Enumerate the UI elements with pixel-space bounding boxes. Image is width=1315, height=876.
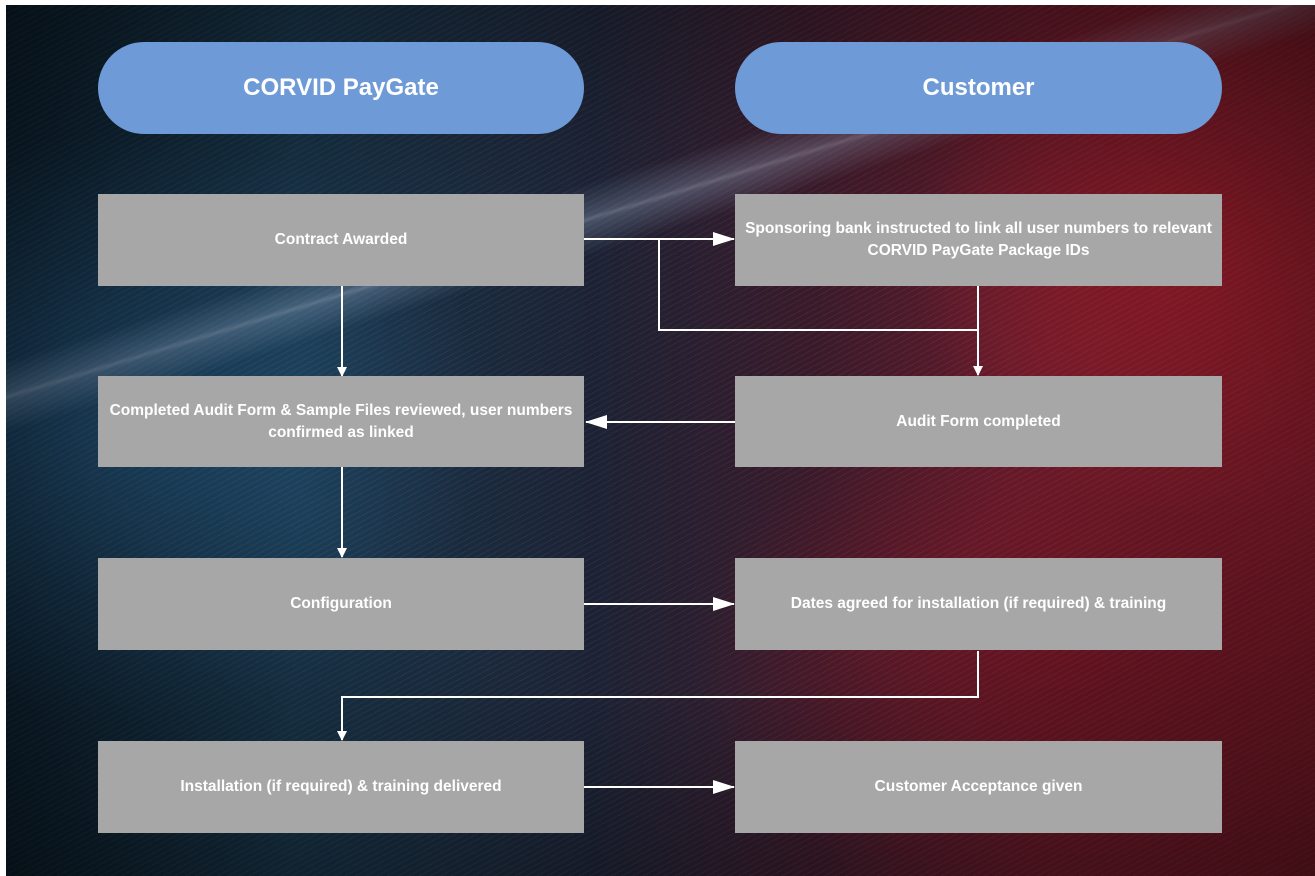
step-audit-form-reviewed: Completed Audit Form & Sample Files revi… bbox=[98, 376, 584, 467]
step-label: Contract Awarded bbox=[274, 231, 408, 248]
arrow-dates-to-installation bbox=[337, 651, 979, 741]
connector-contract-to-audit-branch bbox=[658, 239, 978, 331]
step-dates-agreed: Dates agreed for installation (if requir… bbox=[735, 558, 1222, 650]
step-label: Customer Acceptance given bbox=[874, 778, 1083, 795]
step-label: Configuration bbox=[290, 595, 392, 612]
step-label: Completed Audit Form & Sample Files revi… bbox=[109, 401, 573, 441]
step-configuration: Configuration bbox=[98, 558, 584, 650]
lane-header-corvid-paygate: CORVID PayGate bbox=[98, 42, 584, 134]
step-installation-delivered: Installation (if required) & training de… bbox=[98, 741, 584, 833]
lane-title-corvid-paygate: CORVID PayGate bbox=[243, 74, 439, 101]
step-customer-acceptance: Customer Acceptance given bbox=[735, 741, 1222, 833]
step-label: Installation (if required) & training de… bbox=[180, 778, 502, 795]
step-label: Sponsoring bank instructed to link all u… bbox=[745, 220, 1212, 259]
step-label: Audit Form completed bbox=[896, 412, 1061, 430]
step-contract-awarded: Contract Awarded bbox=[98, 194, 584, 286]
lane-header-customer: Customer bbox=[735, 42, 1222, 134]
lane-title-customer: Customer bbox=[922, 74, 1035, 101]
step-label: Dates agreed for installation (if requir… bbox=[790, 595, 1167, 612]
step-audit-form-completed: Audit Form completed bbox=[735, 376, 1222, 467]
step-sponsoring-bank-instructed: Sponsoring bank instructed to link all u… bbox=[735, 194, 1222, 286]
